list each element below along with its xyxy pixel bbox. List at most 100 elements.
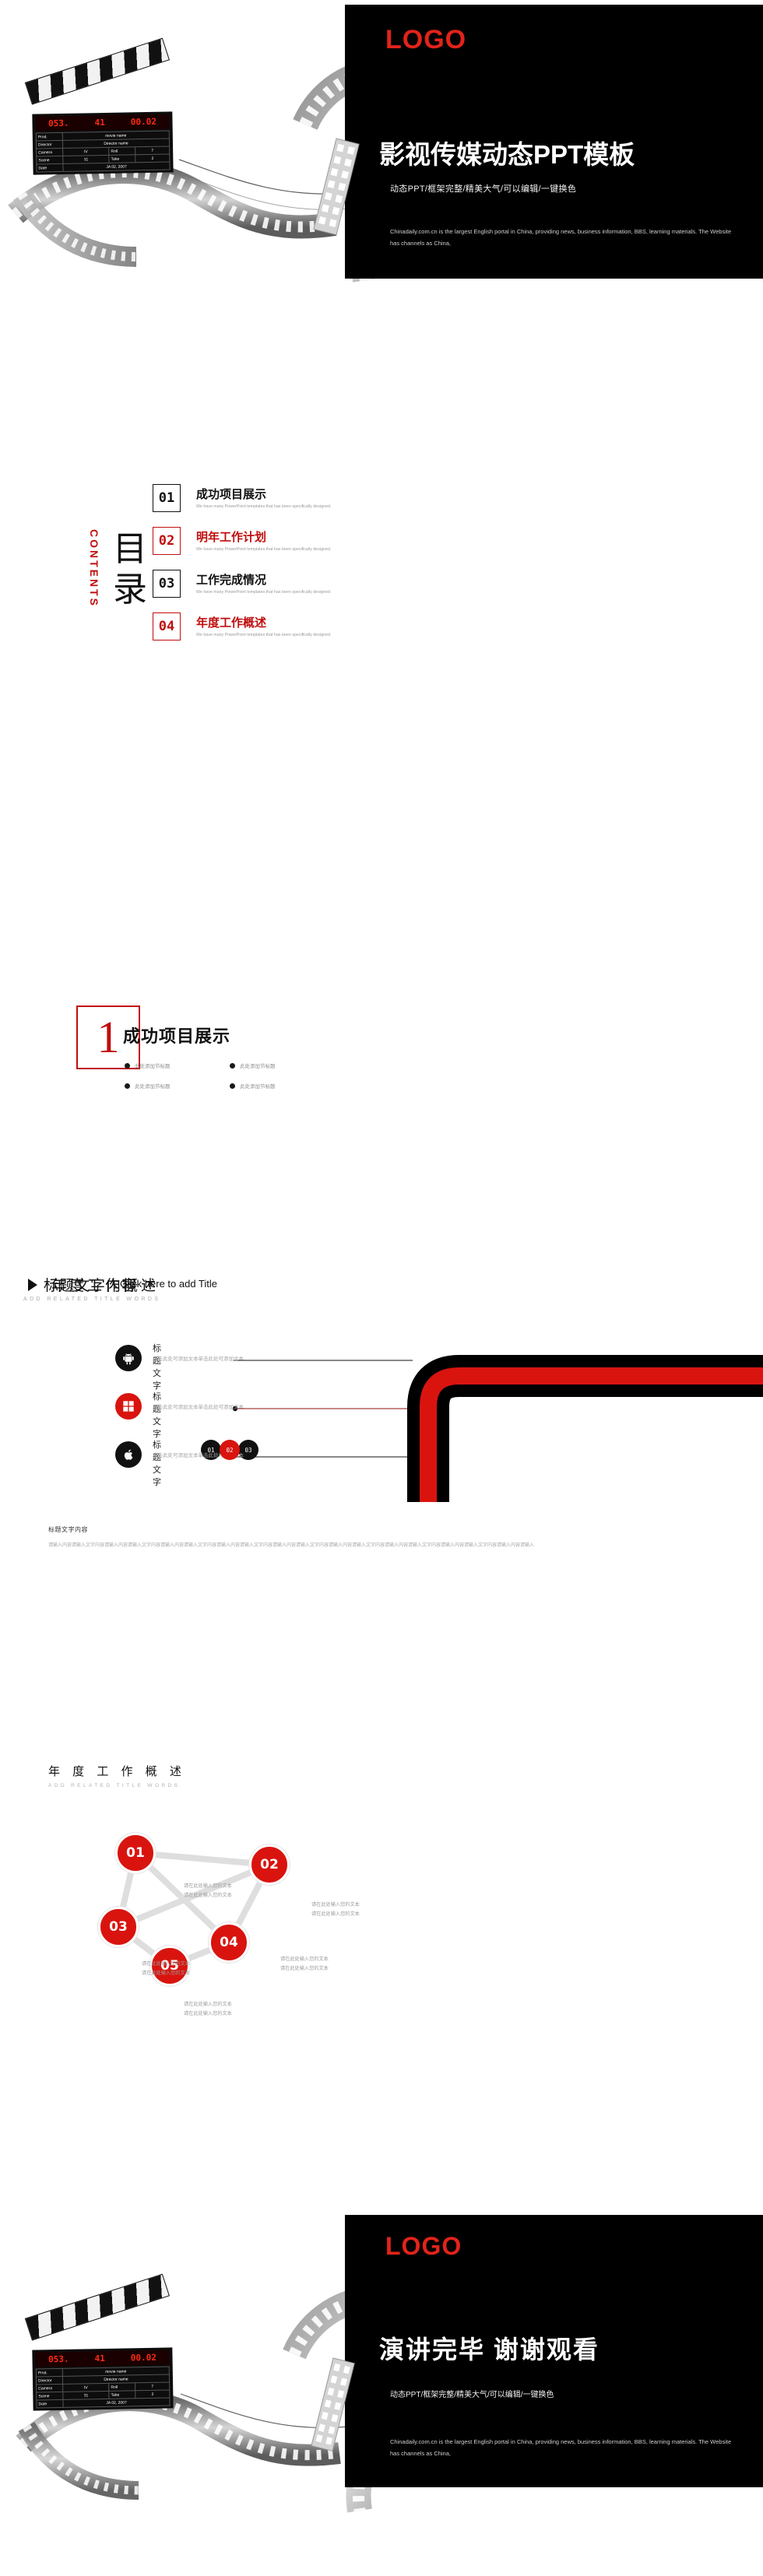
- diagram-title: 年 度 工 作 概 述: [48, 1765, 186, 1778]
- toc-number: 02: [153, 527, 181, 555]
- diagram-subtitle: ADD RELATED TITLE WORDS: [48, 1783, 181, 1788]
- section-number: 1: [97, 1012, 120, 1062]
- list-item: 此处添加节标题: [230, 1076, 335, 1096]
- paragraph-body: 请输入内容请输入文字内容请输入内容请输入文字内容请输入内容请输入文字内容请输入内…: [48, 1543, 535, 1548]
- end-hero-panel: LOGO: [345, 2215, 763, 2427]
- bullet-dot-icon: [230, 1062, 235, 1069]
- cover-english-paragraph: Chinadaily.com.cn is the largest English…: [390, 228, 732, 247]
- clapper-label-take: Take: [109, 2390, 136, 2399]
- paragraph-title: 标题文字内容: [48, 1526, 88, 1533]
- end-hero-panel-lower: [345, 2427, 763, 2487]
- clapper-label-scene: Scene: [36, 156, 63, 164]
- clapper-body: 053. 41 00.02 Prod. movie name Director …: [32, 111, 174, 175]
- cover-logo: LOGO: [385, 25, 467, 54]
- diagram-slide: 年 度 工 作 概 述 ADD RELATED TITLE WORDS 01 0…: [0, 1681, 763, 2210]
- timecode-part-3: 00.02: [130, 2352, 157, 2364]
- clapper-value-date: JA 02, 2007: [62, 2398, 171, 2408]
- heading-related-words: ADD RELATED TITLE WORDS: [23, 1297, 161, 1302]
- diagram-label-01-text: 请在此处输入您的文本请在此处输入您的文本: [184, 1883, 232, 1898]
- list-item: 此处添加节标题: [230, 1055, 335, 1076]
- cover-slide: 053. 41 00.02 Prod. movie name Director …: [0, 0, 763, 451]
- diagram-label-02: 请在此处输入您的文本请在此处输入您的文本: [311, 1900, 360, 1919]
- diagram-label-05: 请在此处输入您的文本请在此处输入您的文本: [184, 2000, 232, 2019]
- diagram-label-05-text: 请在此处输入您的文本请在此处输入您的文本: [184, 2002, 232, 2016]
- triangle-marker-icon: [28, 1279, 37, 1291]
- end-title: 演讲完毕 谢谢观看: [379, 2336, 600, 2364]
- heading-overlap-c: Click here to add Title: [120, 1278, 218, 1290]
- diagram-label-04: 请在此处输入您的文本请在此处输入您的文本: [280, 1955, 329, 1974]
- timecode-part-3: 00.02: [130, 116, 157, 128]
- cover-hero-panel-lower: [345, 216, 763, 279]
- list-item: 此处添加节标题: [125, 1076, 230, 1096]
- table-row: Date JA 02, 2007: [36, 2398, 171, 2408]
- timecode-part-2: 41: [94, 2353, 105, 2364]
- heading-overlap-a: 标题文字内容: [44, 1278, 138, 1294]
- contents-heading-cn: 目录: [113, 530, 149, 609]
- end-logo: LOGO: [385, 2232, 462, 2260]
- clapper-info-table: Prod. movie name Director Director name …: [36, 2367, 171, 2409]
- toc-title: 成功项目展示: [196, 488, 267, 501]
- diagram-label-04-text: 请在此处输入您的文本请在此处输入您的文本: [280, 1957, 329, 1971]
- paragraph-block: 标题文字内容 请输入内容请输入文字内容请输入内容请输入文字内容请输入内容请输入文…: [48, 1525, 702, 1551]
- toc-description: We have many PowerPoint templates that h…: [196, 633, 332, 637]
- windows-icon: [115, 1393, 142, 1420]
- diagram-node-01[interactable]: 01: [115, 1833, 156, 1873]
- icon-item-title: 标题文字: [153, 1344, 162, 1391]
- cover-subtitle: 动态PPT/框架完整/精美大气/可以编辑/一键换色: [390, 184, 577, 194]
- clapper-value-date: JA 02, 2007: [62, 162, 171, 172]
- diagram-node-03[interactable]: 03: [98, 1907, 139, 1947]
- timecode-part-1: 053.: [47, 118, 69, 129]
- list-item[interactable]: 03 工作完成情况 We have many PowerPoint templa…: [153, 570, 480, 612]
- contents-heading-en: CONTENTS: [88, 529, 100, 608]
- section-number-box: 1: [76, 1005, 140, 1069]
- clapper-label-roll: Roll: [108, 146, 136, 156]
- section-one-slide: 1 成功项目展示 此处添加节标题 此处添加节标题 此处添加节标题 此处添加节标题: [0, 841, 763, 1199]
- clapper-label-prod: Prod.: [36, 2368, 63, 2377]
- contents-list: 01 成功项目展示 We have many PowerPoint templa…: [153, 484, 480, 655]
- list-item[interactable]: 01 成功项目展示 We have many PowerPoint templa…: [153, 484, 480, 527]
- heading-overlap-b: 年度工作概述: [51, 1278, 160, 1294]
- list-item[interactable]: 04 年度工作概述 We have many PowerPoint templa…: [153, 612, 480, 655]
- clapper-label-camera: Camera: [36, 148, 63, 156]
- bullet-label: 此处添加节标题: [240, 1084, 276, 1090]
- icon-item-title: 标题文字: [153, 1392, 162, 1439]
- end-english-paragraph: Chinadaily.com.cn is the largest English…: [390, 2438, 732, 2457]
- diagram-label-01: 请在此处输入您的文本请在此处输入您的文本: [184, 1882, 232, 1900]
- android-icon: [115, 1345, 142, 1371]
- diagram-node-02[interactable]: 02: [249, 1844, 290, 1885]
- clapper-label-date: Date: [36, 2399, 64, 2408]
- toc-title: 工作完成情况: [196, 574, 267, 587]
- table-row: Date JA 02, 2007: [36, 162, 171, 172]
- diagram-node-05[interactable]: 05: [149, 1946, 190, 1986]
- list-item[interactable]: 02 明年工作计划 We have many PowerPoint templa…: [153, 527, 480, 570]
- bullet-label: 此处添加节标题: [135, 1064, 171, 1069]
- clapperboard-end: 053. 41 00.02 Prod. movie name Director …: [24, 2273, 174, 2412]
- icons-slide: 标题文字内容 年度工作概述 Click here to add Title AD…: [0, 1199, 763, 1681]
- apple-icon: [115, 1441, 142, 1468]
- toc-description: We have many PowerPoint templates that h…: [196, 504, 332, 509]
- clapper-timecode: 053. 41 00.02: [35, 2350, 170, 2367]
- section-title: 成功项目展示: [123, 1027, 231, 1046]
- bullet-label: 此处添加节标题: [135, 1084, 171, 1090]
- clapper-timecode: 053. 41 00.02: [35, 114, 170, 132]
- cover-title: 影视传媒动态PPT模板: [379, 140, 635, 169]
- pipe-badge-02: 02: [220, 1440, 240, 1460]
- list-item: 此处添加节标题: [125, 1055, 230, 1076]
- bullet-dot-icon: [230, 1083, 235, 1089]
- pipe-badge-03: 03: [238, 1440, 258, 1460]
- clapper-label-take: Take: [109, 154, 136, 163]
- toc-number: 03: [153, 570, 181, 598]
- toc-title: 年度工作概述: [196, 616, 267, 630]
- diagram-node-04[interactable]: 04: [209, 1922, 249, 1963]
- clapper-info-table: Prod. movie name Director Director name …: [36, 131, 171, 173]
- section-bullet-list: 此处添加节标题 此处添加节标题 此处添加节标题 此处添加节标题: [125, 1055, 335, 1096]
- clapper-label-director: Director: [36, 140, 63, 149]
- end-subtitle: 动态PPT/框架完整/精美大气/可以编辑/一键换色: [390, 2391, 554, 2399]
- toc-number: 01: [153, 484, 181, 512]
- icon-item-description: 单击此处可添加文本单击此处可添加文本: [153, 1405, 244, 1410]
- timecode-part-2: 41: [94, 117, 105, 128]
- icon-item-title: 标题文字: [153, 1441, 162, 1487]
- toc-number: 04: [153, 612, 181, 640]
- contents-slide: CONTENTS 目录 01 成功项目展示 We have many Power…: [0, 451, 763, 841]
- timecode-part-1: 053.: [47, 2353, 69, 2365]
